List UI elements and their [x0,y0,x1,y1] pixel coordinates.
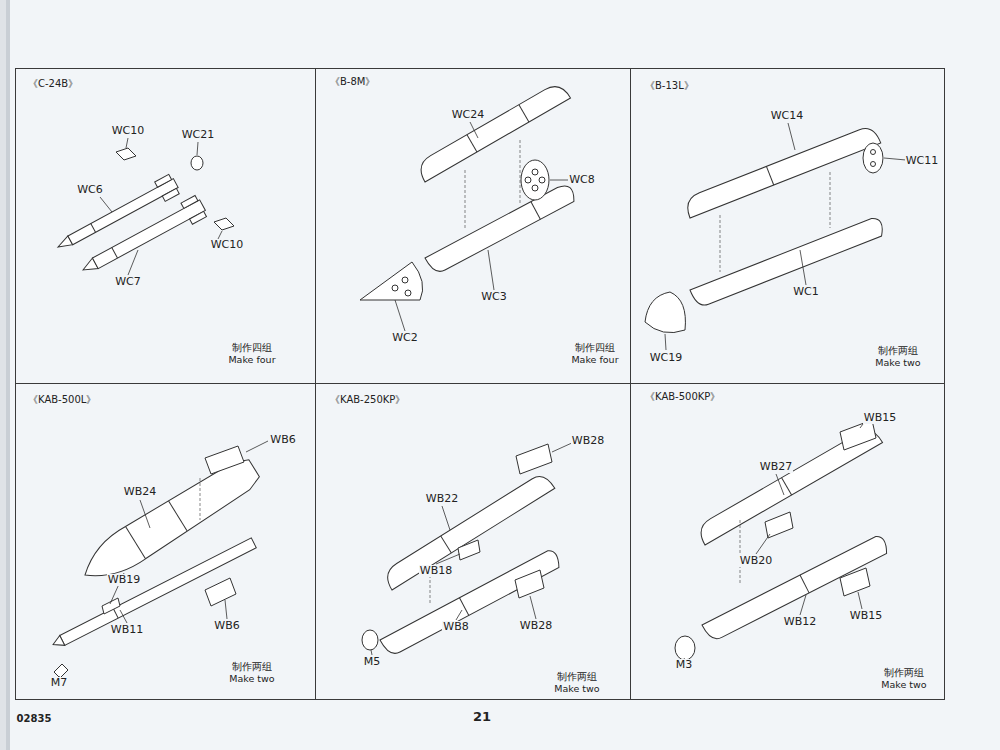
part-callout: M7 [50,677,69,689]
part-callout: WB15 [863,412,897,424]
part-callout: WC21 [181,129,216,141]
part-callout: WC1 [792,286,820,298]
part-callout: WB6 [213,620,240,632]
step-panel: 《KAB-500KP》制作两组 Make two [630,383,945,700]
panel-title: 《B-8M》 [330,75,375,89]
part-callout: WC11 [905,155,940,167]
part-callout: WB18 [419,565,453,577]
step-panel: 《C-24B》制作四组 Make four [15,68,316,384]
part-callout: WB15 [849,610,883,622]
page-number: 21 [472,710,492,724]
step-panel: 《KAB-250KP》制作两组 Make two [315,383,631,700]
part-callout: WC8 [568,174,596,186]
quantity-note: 制作四组 Make four [221,342,283,366]
kit-number: 02835 [16,713,53,724]
part-callout: WC19 [649,352,684,364]
part-callout: WC10 [111,125,146,137]
quantity-note: 制作两组 Make two [867,345,929,369]
quantity-note: 制作两组 Make two [873,667,935,691]
panel-title: 《KAB-500KP》 [645,390,720,404]
quantity-note: 制作两组 Make two [221,661,283,685]
part-callout: WB12 [783,616,817,628]
part-callout: M5 [363,656,382,668]
panel-title: 《KAB-500L》 [28,393,96,407]
part-callout: M3 [675,659,694,671]
part-callout: WC10 [210,239,245,251]
part-callout: WC14 [770,110,805,122]
part-callout: WC2 [391,332,419,344]
part-callout: WC7 [114,276,142,288]
part-callout: WC3 [480,291,508,303]
part-callout: WB28 [519,620,553,632]
part-callout: WB11 [110,624,144,636]
part-callout: WB20 [739,555,773,567]
quantity-note: 制作两组 Make two [546,671,608,695]
panel-title: 《B-13L》 [645,79,694,93]
quantity-note: 制作四组 Make four [564,342,626,366]
part-callout: WC6 [76,184,104,196]
step-panel: 《KAB-500L》制作两组 Make two [15,383,316,700]
part-callout: WB27 [759,461,793,473]
panel-title: 《C-24B》 [28,77,78,91]
part-callout: WB22 [425,493,459,505]
part-callout: WB6 [269,434,296,446]
part-callout: WB19 [107,574,141,586]
part-callout: WB8 [442,621,469,633]
part-callout: WB28 [571,435,605,447]
part-callout: WC24 [451,109,486,121]
panel-title: 《KAB-250KP》 [330,393,405,407]
part-callout: WB24 [123,486,157,498]
